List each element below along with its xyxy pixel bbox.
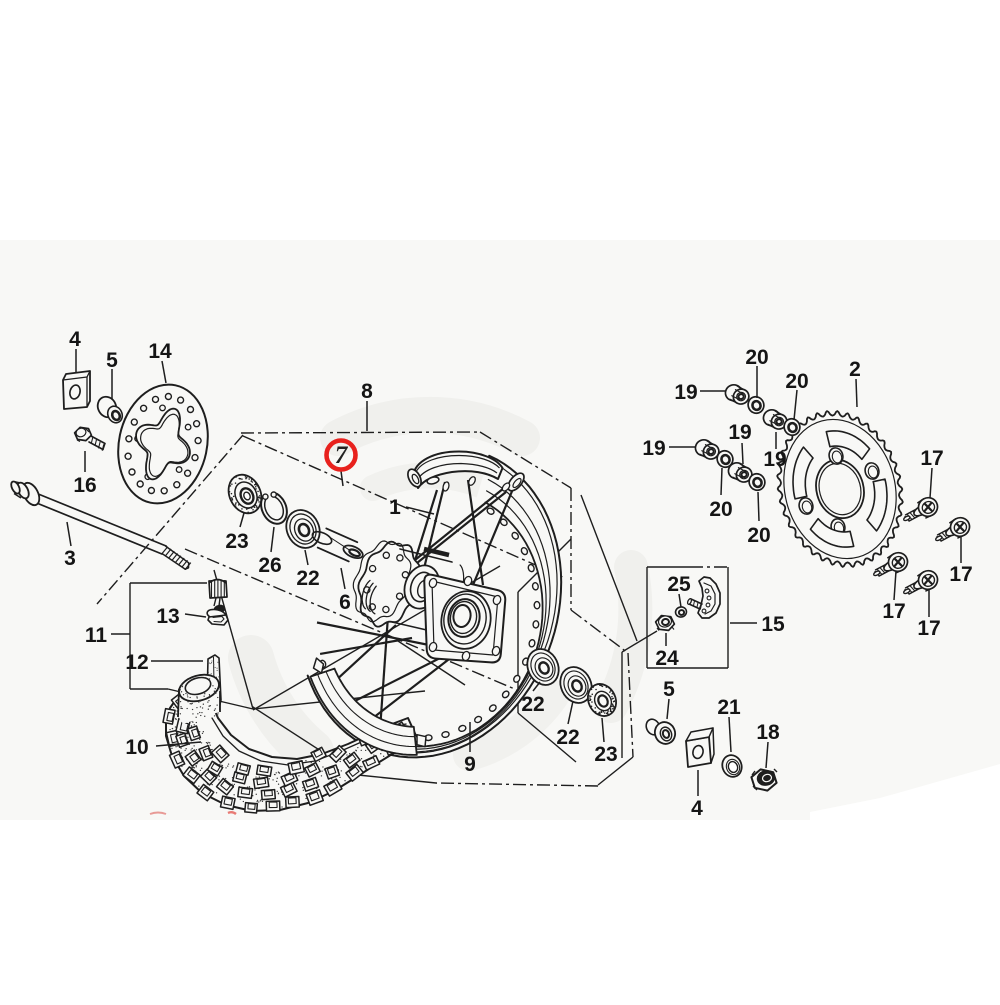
svg-text:22: 22 (521, 693, 544, 716)
svg-text:1: 1 (389, 496, 401, 519)
svg-text:23: 23 (594, 743, 617, 766)
svg-text:16: 16 (73, 474, 96, 497)
svg-text:24: 24 (655, 647, 679, 670)
svg-text:17: 17 (882, 600, 905, 623)
svg-text:19: 19 (642, 437, 665, 460)
svg-text:18: 18 (756, 721, 780, 744)
svg-text:9: 9 (464, 753, 476, 776)
svg-text:17: 17 (917, 617, 940, 640)
svg-text:17: 17 (920, 447, 943, 470)
svg-text:21: 21 (717, 696, 741, 719)
svg-text:25: 25 (667, 573, 691, 596)
svg-text:15: 15 (761, 613, 785, 636)
svg-text:19: 19 (763, 448, 786, 471)
svg-text:26: 26 (258, 554, 281, 577)
svg-text:19: 19 (728, 421, 751, 444)
svg-text:22: 22 (296, 567, 319, 590)
svg-text:19: 19 (674, 381, 697, 404)
svg-text:23: 23 (225, 530, 248, 553)
svg-text:20: 20 (745, 346, 768, 369)
svg-text:5: 5 (663, 678, 675, 701)
svg-text:4: 4 (69, 328, 81, 351)
svg-text:2: 2 (849, 358, 861, 381)
svg-text:20: 20 (747, 524, 770, 547)
svg-text:17: 17 (949, 563, 972, 586)
svg-text:10: 10 (125, 736, 148, 759)
svg-text:20: 20 (785, 370, 808, 393)
svg-text:22: 22 (556, 726, 579, 749)
svg-text:6: 6 (339, 591, 351, 614)
svg-text:8: 8 (361, 380, 373, 403)
svg-text:7: 7 (335, 442, 349, 469)
svg-text:13: 13 (156, 605, 179, 628)
svg-text:20: 20 (709, 498, 732, 521)
svg-text:5: 5 (106, 349, 118, 372)
svg-text:12: 12 (125, 651, 148, 674)
svg-text:3: 3 (64, 547, 76, 570)
svg-text:4: 4 (691, 797, 703, 820)
svg-text:14: 14 (148, 340, 172, 363)
svg-text:11: 11 (85, 624, 108, 647)
